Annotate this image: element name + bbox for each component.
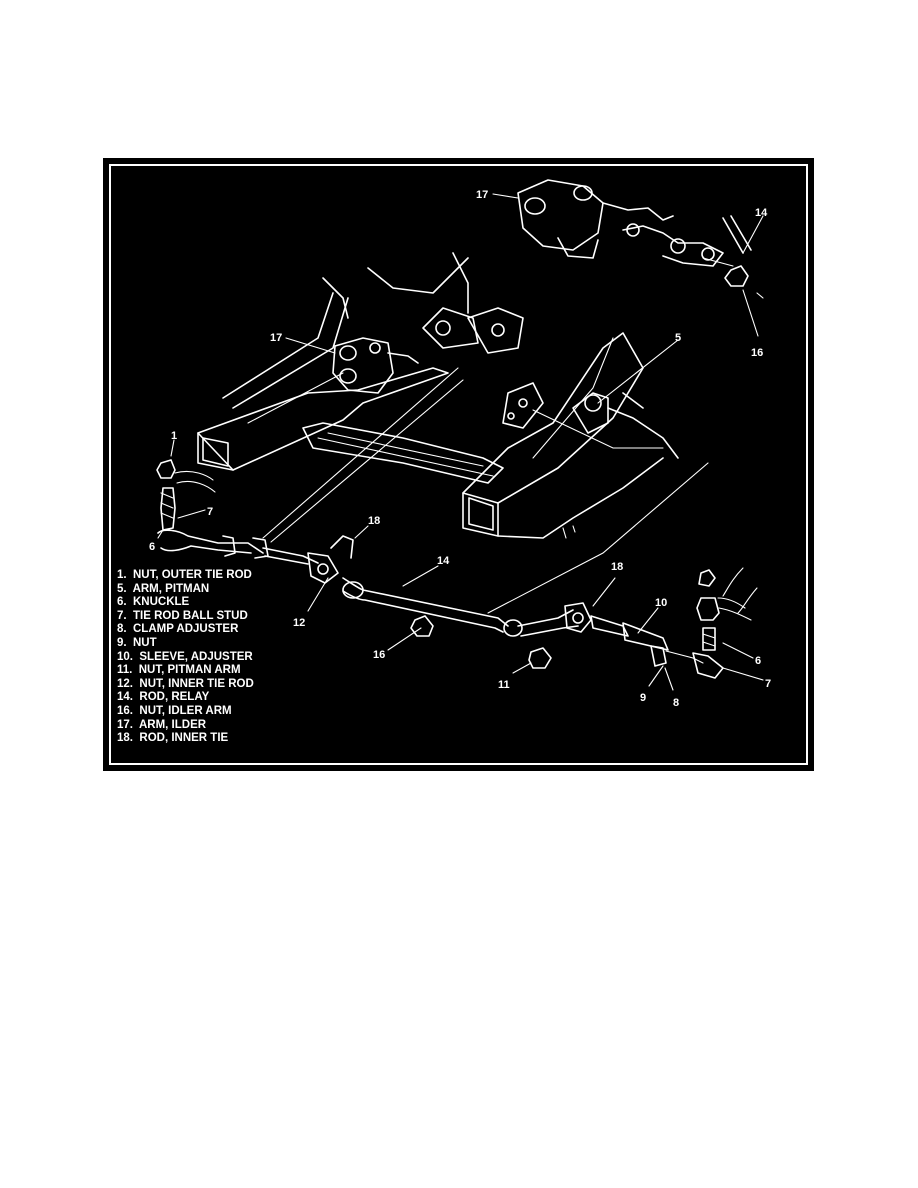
linkage-illustration: 17 14 16 17 5 1 7 6 18 14 12 16 18 10 11… [149, 179, 771, 709]
callout-17-frame: 17 [270, 332, 282, 344]
callout-6-right: 6 [755, 655, 761, 667]
callout-17-top: 17 [476, 189, 488, 201]
legend-item: 11. NUT, PITMAN ARM [117, 664, 241, 677]
mount-brackets [322, 252, 524, 354]
legend-item: 5. ARM, PITMAN [117, 582, 210, 595]
left-tie-rod-end [156, 459, 269, 559]
relay-rod [342, 577, 523, 637]
callout-12: 12 [293, 617, 305, 629]
callout-1: 1 [171, 430, 177, 442]
diagram-frame [109, 164, 808, 765]
legend-item: 14. ROD, RELAY [117, 691, 210, 704]
legend-item: 8. CLAMP ADJUSTER [117, 623, 239, 636]
callout-10: 10 [655, 597, 667, 609]
right-tie-rod-assembly [517, 567, 758, 679]
legend-item: 6. KNUCKLE [117, 596, 190, 609]
legend-item: 1. NUT, OUTER TIE ROD [117, 569, 252, 581]
legend-item: 7. TIE ROD BALL STUD [117, 609, 248, 622]
right-frame-rail [462, 332, 664, 539]
callout-18-left: 18 [368, 515, 380, 527]
callout-16-top: 16 [751, 347, 763, 359]
callout-16-bottom: 16 [373, 649, 385, 661]
callout-14-top: 14 [755, 207, 768, 219]
legend-item: 16. NUT, IDLER ARM [117, 704, 232, 717]
leader-lines [157, 193, 764, 691]
callout-6-left: 6 [149, 541, 155, 553]
idler-arm-mounted [332, 337, 419, 394]
parts-legend: 1. NUT, OUTER TIE ROD 5. ARM, PITMAN 6. … [117, 569, 254, 746]
callout-18-right: 18 [611, 561, 623, 573]
legend-item: 10. SLEEVE, ADJUSTER [117, 650, 253, 663]
callout-labels: 17 14 16 17 5 1 7 6 18 14 12 16 18 10 11… [149, 189, 771, 709]
left-frame-rail [197, 292, 449, 471]
callout-11: 11 [498, 679, 510, 691]
callout-9: 9 [640, 692, 646, 704]
legend-item: 12. NUT, INNER TIE ROD [117, 677, 254, 690]
idler-arm-detail [517, 179, 752, 287]
steering-linkage-diagram: 17 14 16 17 5 1 7 6 18 14 12 16 18 10 11… [103, 158, 814, 771]
legend-item: 17. ARM, ILDER [117, 718, 207, 731]
callout-5: 5 [675, 332, 681, 344]
callout-7-left: 7 [207, 506, 213, 518]
legend-item: 9. NUT [117, 636, 157, 649]
steering-gear [502, 382, 679, 459]
legend-item: 18. ROD, INNER TIE [117, 732, 229, 745]
callout-14-rod: 14 [437, 555, 450, 567]
callout-8: 8 [673, 697, 679, 709]
callout-7-right: 7 [765, 678, 771, 690]
left-inner-tie-rod [262, 535, 354, 584]
crossmember [302, 422, 504, 484]
connector-lines [262, 367, 709, 614]
